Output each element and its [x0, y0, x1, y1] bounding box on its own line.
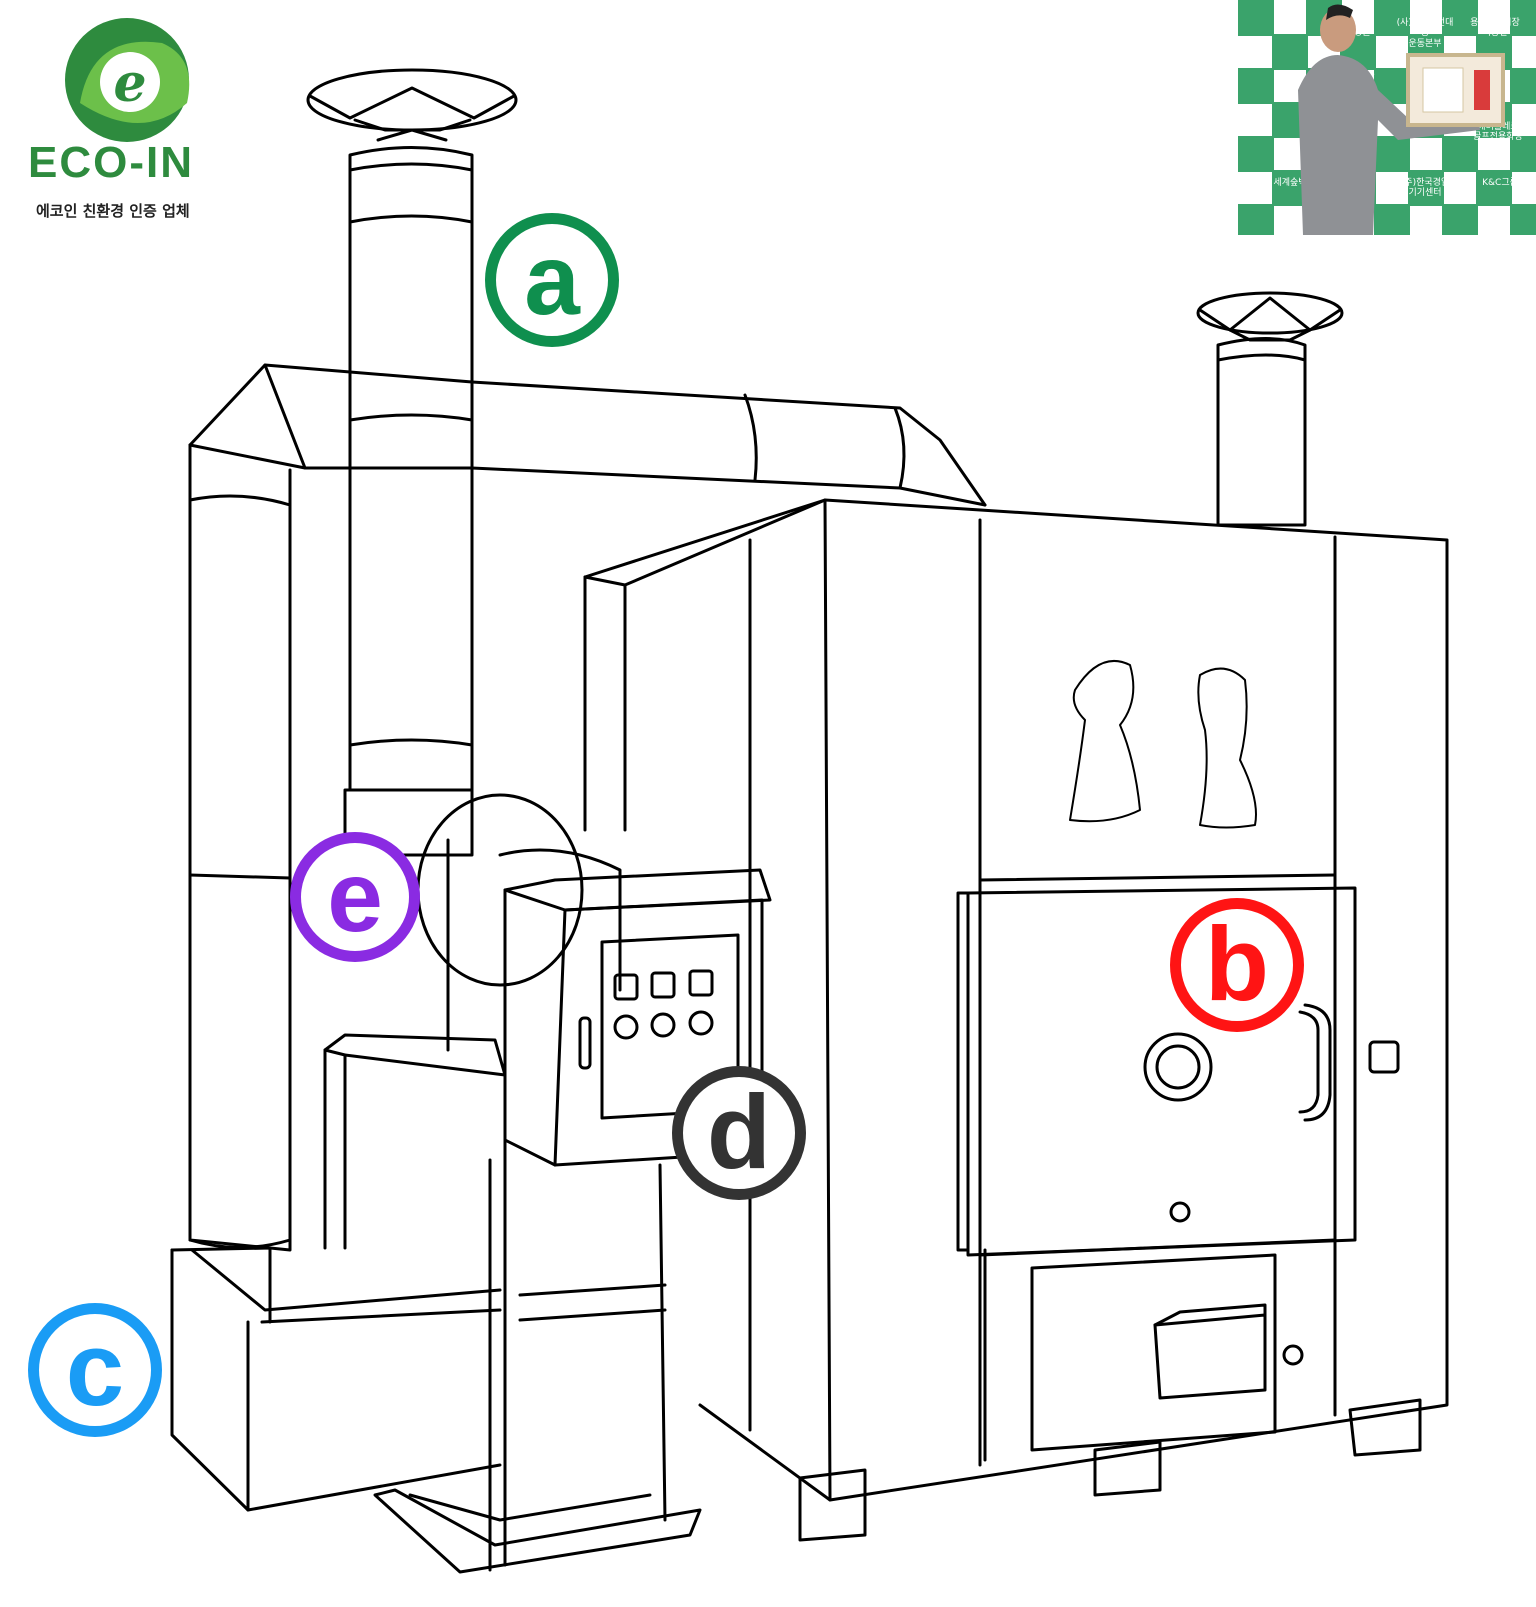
backdrop-cell — [1238, 204, 1274, 235]
label-d: d — [672, 1066, 806, 1200]
person-figure — [1298, 4, 1505, 235]
brand-subtitle: 에코인 친환경 인증 업체 — [36, 202, 190, 220]
backdrop-label: (주)한국경일 기기센터 — [1400, 178, 1450, 199]
svg-text:e: e — [113, 53, 146, 114]
backdrop-cell — [1374, 136, 1410, 172]
backdrop-cell — [1374, 0, 1410, 36]
decorative-figures — [1069, 660, 1257, 829]
label-e: e — [290, 832, 420, 962]
base-tank — [170, 1246, 502, 1512]
incinerator-body — [583, 498, 1449, 1502]
backdrop-cell — [1408, 170, 1444, 206]
backdrop-cell — [1238, 68, 1274, 104]
backdrop-label: 서울 — [1279, 72, 1297, 82]
backdrop-cell — [1238, 0, 1274, 36]
duct-pipe — [188, 363, 987, 1252]
main-chimney-cap — [306, 68, 518, 142]
backdrop-label: K&C그룹 — [1482, 178, 1518, 188]
backdrop-label: 세계숲박 — [1273, 178, 1307, 188]
base-feet — [798, 1398, 1422, 1542]
backdrop-cell — [1374, 204, 1410, 235]
backdrop-cell — [1476, 170, 1512, 206]
ash-drawer — [1030, 1253, 1304, 1452]
label-a: a — [485, 213, 619, 347]
control-panel — [503, 868, 772, 1167]
backdrop-cell — [1510, 136, 1536, 172]
brand-name: ECO-IN — [28, 138, 194, 187]
backdrop-label: 용인특례시장 이상일 — [1470, 18, 1520, 39]
backdrop-cell — [1442, 136, 1478, 172]
backdrop-cell — [1442, 0, 1478, 36]
backdrop-cell — [1238, 136, 1274, 172]
backdrop-cell — [1510, 204, 1536, 235]
backdrop-cell — [1272, 34, 1308, 70]
backdrop-cell — [1510, 0, 1536, 36]
main-chimney — [348, 146, 474, 792]
label-c: c — [28, 1303, 162, 1437]
backdrop-cell — [1510, 68, 1536, 104]
backdrop-label: (사)환경보전대응 운동본부 — [1396, 18, 1454, 49]
leaf-e-icon: e — [65, 18, 190, 142]
incinerator-door — [956, 886, 1400, 1257]
backdrop-cell — [1442, 204, 1478, 235]
backdrop-label: 국회의원 나경원 — [1341, 18, 1375, 39]
panel-stand — [323, 1033, 702, 1574]
label-b: b — [1170, 898, 1304, 1032]
right-chimney — [1196, 291, 1344, 527]
